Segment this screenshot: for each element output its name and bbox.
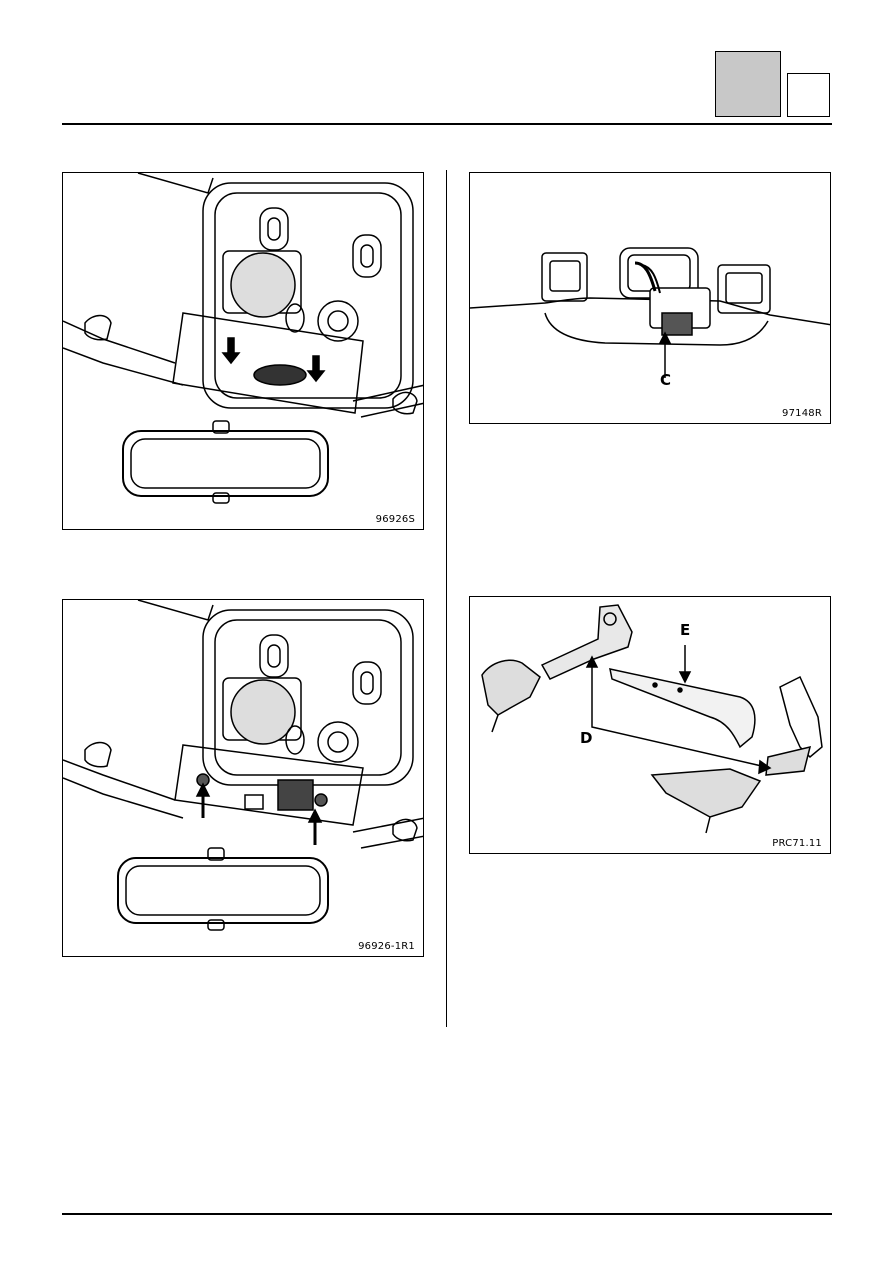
callout-label-e: E: [680, 621, 691, 639]
section-tab-blank: [787, 73, 830, 117]
overhead-console-illustration: [63, 173, 423, 504]
connector-illustration: [470, 247, 830, 378]
figure-overhead-console: 96926S: [62, 172, 424, 530]
section-tab-shaded: [715, 51, 781, 117]
figure-trim-parts: E D PRC71.11: [469, 596, 831, 854]
figure-reference: PRC71.11: [772, 838, 822, 849]
figure-reference: 96926S: [375, 514, 415, 525]
figure-reference: 97148R: [782, 408, 822, 419]
trim-parts-illustration: [481, 604, 823, 834]
figure-console-cover-removed: 96926-1R1: [62, 599, 424, 957]
column-divider: [446, 170, 447, 1027]
header-rule: [62, 123, 832, 125]
callout-label-d: D: [580, 729, 593, 747]
footer-rule: [62, 1213, 832, 1215]
figure-reference: 96926-1R1: [358, 941, 415, 952]
callout-label-c: C: [660, 371, 672, 389]
figure-connector: C 97148R: [469, 172, 831, 424]
console-cover-removed-illustration: [63, 600, 423, 931]
